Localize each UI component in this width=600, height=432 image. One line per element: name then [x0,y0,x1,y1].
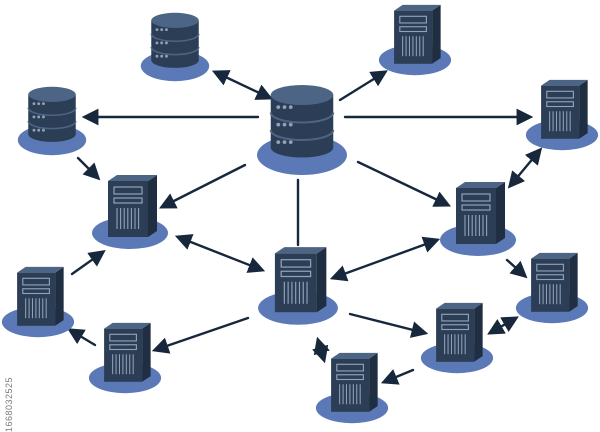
server-icon-srv-bottom [315,352,389,424]
link-db-center-srv-right-mid [356,160,452,207]
server-icon-srv-far-left [1,266,75,338]
server-icon-srv-far-right [515,252,589,324]
link-db-center-srv-left-upper [159,163,247,209]
link-srv-lower-right-srv-bottom [380,368,415,385]
server-icon-srv-center [258,247,338,325]
server-icon-srv-lower-right [420,302,494,374]
link-srv-center-srv-bottom [312,336,330,364]
database-icon-db-center [257,85,347,175]
database-icon-db-left [17,86,87,156]
server-icon-srv-top-right [378,4,452,76]
server-icon-srv-right-upper [525,79,599,151]
link-srv-right-mid-srv-far-right [505,258,528,279]
link-srv-right-mid-srv-center [329,236,441,282]
server-icon-srv-left-lower [88,322,162,394]
link-srv-center-srv-lower-right [348,312,429,338]
link-db-center-srv-top-right [338,70,388,102]
link-srv-far-left-srv-left-upper [70,250,106,276]
server-icon-srv-right-mid [440,182,516,256]
link-srv-right-upper-srv-right-mid [507,147,543,189]
link-srv-left-upper-srv-center [174,234,266,273]
link-srv-center-srv-left-lower [151,316,250,354]
database-icon-db-top [140,12,210,82]
stock-image-id: 1668032525 [4,376,14,432]
link-db-center-db-top [211,70,274,100]
link-db-left-srv-left-upper [76,156,101,181]
server-icon-srv-left-upper [92,175,168,249]
link-srv-left-lower-srv-far-left [67,328,97,347]
nodes-layer [1,4,599,424]
link-srv-lower-right-srv-far-right [487,316,519,335]
links-layer [67,70,543,385]
